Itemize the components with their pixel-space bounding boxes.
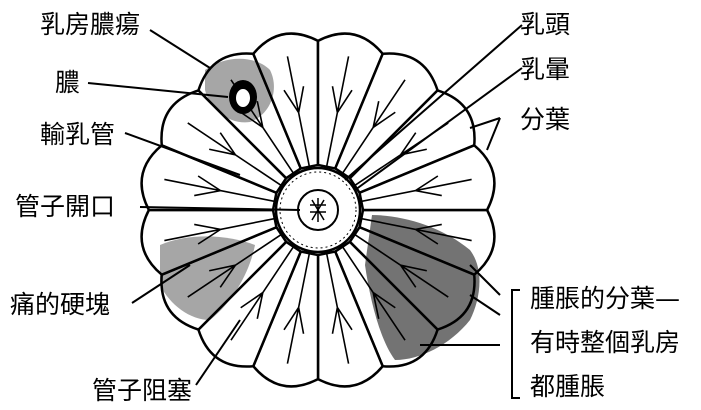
label-abscess: 乳房膿瘍	[40, 10, 140, 40]
label-swollen-line3: 都腫脹	[530, 372, 605, 402]
label-lobes: 分葉	[520, 105, 570, 135]
label-duct-opening: 管子開口	[15, 192, 115, 222]
label-swollen-line1: 腫脹的分葉—	[530, 284, 680, 314]
label-areola: 乳暈	[520, 55, 570, 85]
label-duct-blocked: 管子阻塞	[92, 376, 192, 406]
label-pus: 膿	[55, 68, 80, 98]
pus-pocket-highlight	[236, 89, 250, 107]
label-hard-lump: 痛的硬塊	[10, 290, 110, 320]
label-swollen-line2: 有時整個乳房	[530, 328, 680, 358]
label-nipple: 乳頭	[520, 10, 570, 40]
label-duct: 輸乳管	[40, 120, 115, 150]
bracket	[512, 290, 520, 398]
